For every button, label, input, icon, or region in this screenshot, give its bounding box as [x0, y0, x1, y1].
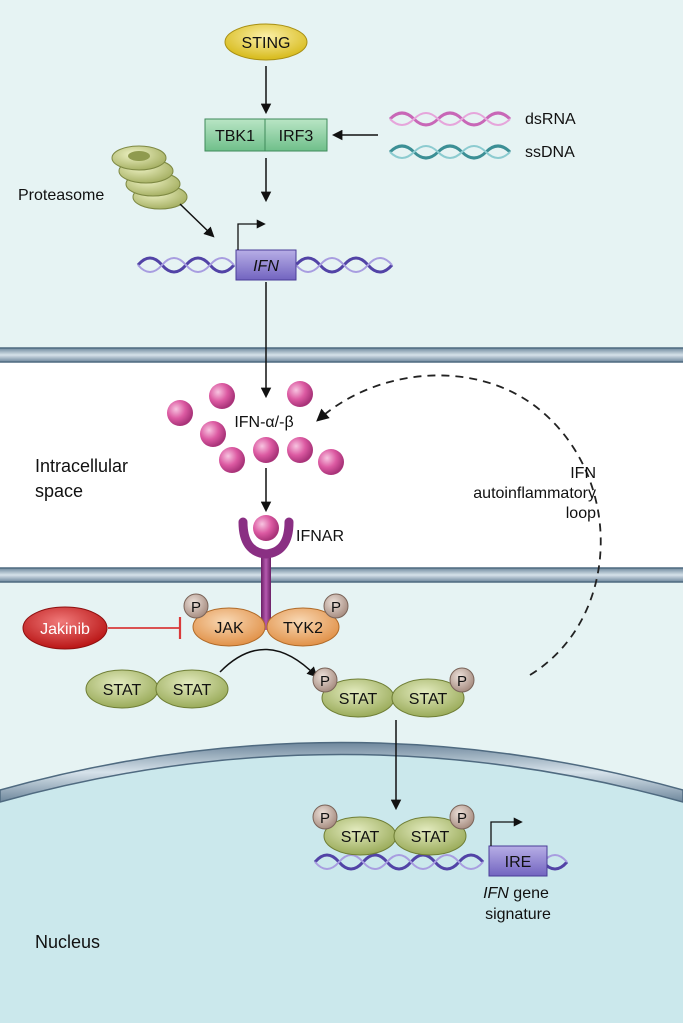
tyk2-node: TYK2: [266, 607, 340, 647]
plasma-membrane: [0, 567, 683, 583]
stat-label-1: STAT: [103, 682, 142, 699]
nstat-label-1: STAT: [341, 829, 380, 846]
jak-phospho-label: P: [191, 599, 201, 616]
jak-phospho: P: [183, 593, 209, 619]
tyk2-label: TYK2: [283, 620, 323, 637]
ifn-signature-line2: signature: [485, 906, 551, 923]
cytoplasm-top-region: [0, 0, 683, 350]
ire-promoter-arrow: [490, 817, 523, 846]
ifn-gene-label: IFN: [253, 258, 279, 275]
intracellular-label-line2: space: [35, 481, 83, 501]
ifn-gene-dna: IFN: [136, 219, 394, 281]
ssdna-label: ssDNA: [525, 144, 575, 161]
pstat-label-2: STAT: [409, 691, 448, 708]
ifn-signature-line1: IFN gene: [483, 885, 549, 902]
ifnar-receptor: [238, 515, 294, 630]
dsrna-label: dsRNA: [525, 111, 576, 128]
stat-dimer-nuclear: STAT STAT P P: [312, 804, 475, 856]
signature-rest: gene: [509, 885, 549, 902]
ifnar-label: IFNAR: [296, 528, 344, 545]
jakinib-node: Jakinib: [22, 606, 108, 650]
loop-label-line3: loop: [566, 505, 596, 522]
nuclear-envelope: [0, 741, 683, 803]
tyk2-phospho: P: [323, 593, 349, 619]
tbk1-label: TBK1: [215, 128, 255, 145]
ifn-ab-label: IFN-α/-β: [234, 414, 293, 431]
pstat-phospho-label-2: P: [457, 673, 467, 690]
stat-label-2: STAT: [173, 682, 212, 699]
nucleus-label: Nucleus: [35, 932, 100, 952]
ifn-alpha-beta-cluster: [167, 381, 344, 475]
signature-italic: IFN: [483, 885, 509, 902]
stat-dimer-unphosphorylated: STAT STAT: [85, 669, 229, 709]
nucleus-region: [0, 747, 683, 1023]
nstat-phospho-label-1: P: [320, 810, 330, 827]
autoinflammatory-loop-arrow: [316, 374, 602, 676]
stat-dimer-phosphorylated: STAT STAT P P: [312, 667, 475, 718]
loop-label-line2: autoinflammatory: [473, 485, 596, 502]
intracellular-label-line1: Intracellular: [35, 456, 128, 476]
tbk1-irf3-complex: TBK1 IRF3: [204, 118, 328, 152]
irf3-label: IRF3: [279, 128, 314, 145]
ssdna-strand: ssDNA: [388, 144, 575, 161]
jak-node: JAK: [192, 607, 266, 647]
ire-element: IRE: [488, 817, 548, 877]
sting-node: STING: [224, 23, 308, 61]
pstat-label-1: STAT: [339, 691, 378, 708]
tyk2-phospho-label: P: [331, 599, 341, 616]
jak-label: JAK: [214, 620, 244, 637]
jakinib-label: Jakinib: [40, 621, 90, 638]
nstat-label-2: STAT: [411, 829, 450, 846]
proteasome-label: Proteasome: [18, 187, 104, 204]
jakinib-inhibition: [108, 617, 182, 639]
upper-membrane: [0, 347, 683, 363]
dsrna-strand: dsRNA: [388, 111, 576, 128]
loop-label-line1: IFN: [570, 465, 596, 482]
arrow-stat-phosphorylation: [219, 648, 318, 678]
sting-label: STING: [242, 35, 291, 52]
pstat-phospho-label-1: P: [320, 673, 330, 690]
arrow-proteasome-to-ifn: [179, 203, 215, 238]
ifn-promoter-arrow: [237, 219, 266, 250]
nstat-phospho-label-2: P: [457, 810, 467, 827]
ire-label: IRE: [505, 854, 532, 871]
proteasome: [111, 145, 188, 210]
